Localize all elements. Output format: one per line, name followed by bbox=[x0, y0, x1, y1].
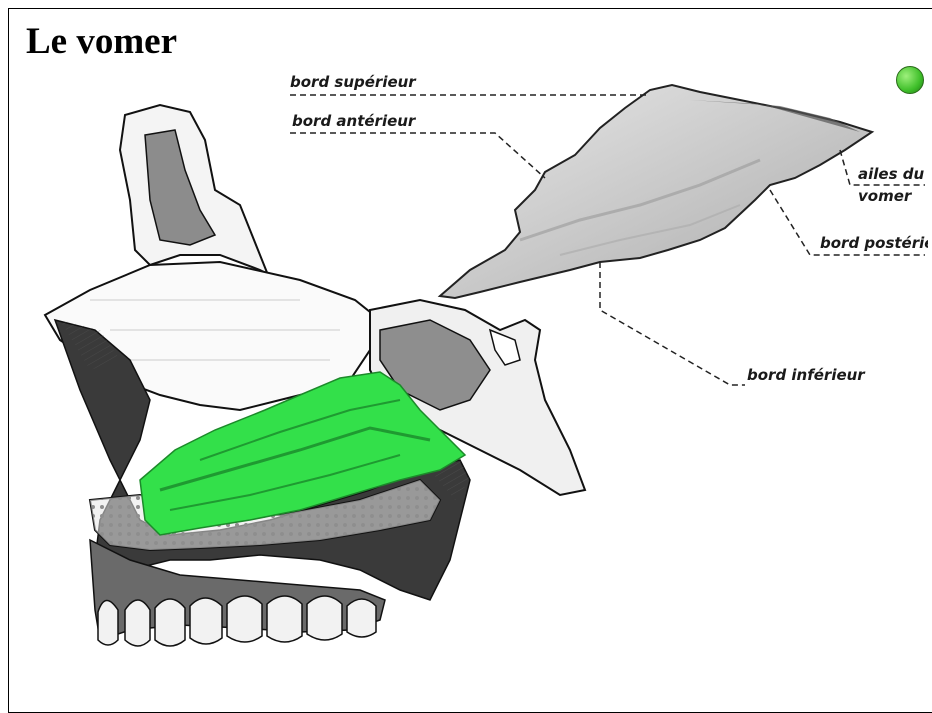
teeth bbox=[98, 596, 376, 646]
skull-section bbox=[45, 105, 585, 646]
isolated-vomer-bone bbox=[440, 85, 872, 298]
label-anterior-border: bord antérieur bbox=[292, 112, 415, 130]
label-wings-line2: vomer bbox=[858, 187, 911, 205]
label-wings-clip: ailes du vomer bbox=[858, 165, 928, 210]
label-posterior-clip: bord postérieur bbox=[820, 234, 928, 256]
label-superior-border: bord supérieur bbox=[290, 73, 416, 91]
label-inferior-border: bord inférieur bbox=[747, 366, 865, 384]
label-wings-line1: ailes du bbox=[858, 165, 924, 183]
next-arrow-icon[interactable] bbox=[896, 66, 924, 94]
label-posterior-border: bord postérieur bbox=[820, 234, 928, 252]
